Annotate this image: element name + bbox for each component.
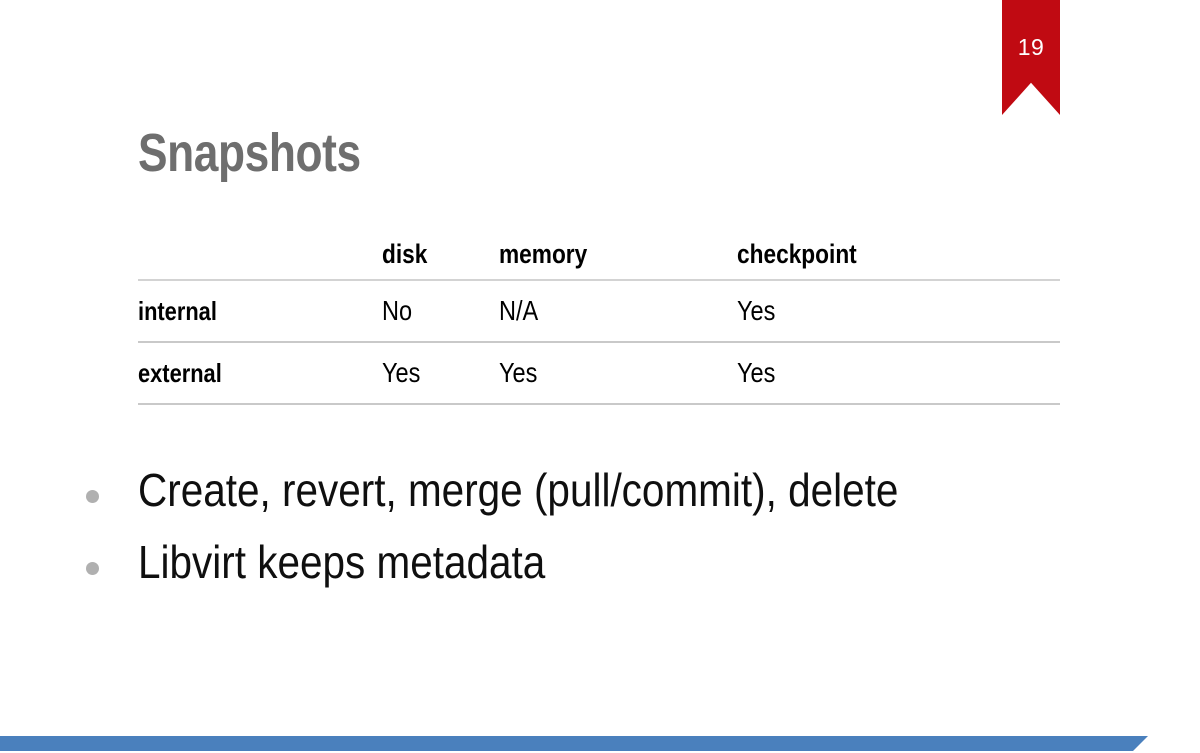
- cell-external-disk-text: Yes: [382, 357, 421, 388]
- bullet-item-text: Libvirt keeps metadata: [138, 536, 546, 588]
- page-title: Snapshots: [138, 123, 361, 183]
- column-header-memory: memory: [499, 232, 737, 281]
- bullet-list: Create, revert, merge (pull/commit), del…: [86, 464, 1106, 610]
- cell-internal-memory: N/A: [499, 280, 737, 343]
- row-label-external-text: external: [138, 357, 222, 388]
- column-header-blank: [138, 232, 382, 281]
- cell-internal-checkpoint: Yes: [737, 280, 1060, 343]
- table-body: internal No N/A Yes external: [138, 280, 1060, 405]
- column-header-checkpoint: checkpoint: [737, 232, 1060, 281]
- cell-internal-disk: No: [382, 280, 499, 343]
- cell-external-checkpoint: Yes: [737, 342, 1060, 405]
- row-label-external: external: [138, 342, 382, 405]
- row-label-internal: internal: [138, 280, 382, 343]
- snapshots-table: disk memory checkpoint internal: [138, 232, 1060, 405]
- cell-external-checkpoint-text: Yes: [737, 357, 776, 388]
- table-row: external Yes Yes Yes: [138, 342, 1060, 405]
- column-header-disk-label: disk: [382, 239, 428, 269]
- column-header-memory-label: memory: [499, 239, 588, 269]
- row-label-internal-text: internal: [138, 295, 217, 326]
- cell-internal-memory-text: N/A: [499, 295, 539, 326]
- cell-external-memory: Yes: [499, 342, 737, 405]
- page-number-label: 19: [1017, 34, 1045, 60]
- cell-external-disk: Yes: [382, 342, 499, 405]
- cell-external-memory-text: Yes: [499, 357, 538, 388]
- table-header: disk memory checkpoint: [138, 232, 1060, 281]
- column-header-disk: disk: [382, 232, 499, 281]
- column-header-checkpoint-label: checkpoint: [737, 239, 857, 269]
- list-item: Create, revert, merge (pull/commit), del…: [86, 464, 1106, 538]
- table-header-row: disk memory checkpoint: [138, 232, 1060, 281]
- cell-internal-disk-text: No: [382, 295, 413, 326]
- table-row: internal No N/A Yes: [138, 280, 1060, 343]
- bullet-dot-icon: [86, 490, 99, 503]
- snapshots-table-container: disk memory checkpoint internal: [138, 232, 1060, 405]
- page-number-ribbon: 19: [1002, 0, 1060, 115]
- footer-accent-bar: [0, 736, 1148, 751]
- bullet-dot-icon: [86, 562, 99, 575]
- list-item: Libvirt keeps metadata: [86, 536, 1106, 610]
- cell-internal-checkpoint-text: Yes: [737, 295, 776, 326]
- bullet-item-text: Create, revert, merge (pull/commit), del…: [138, 464, 899, 516]
